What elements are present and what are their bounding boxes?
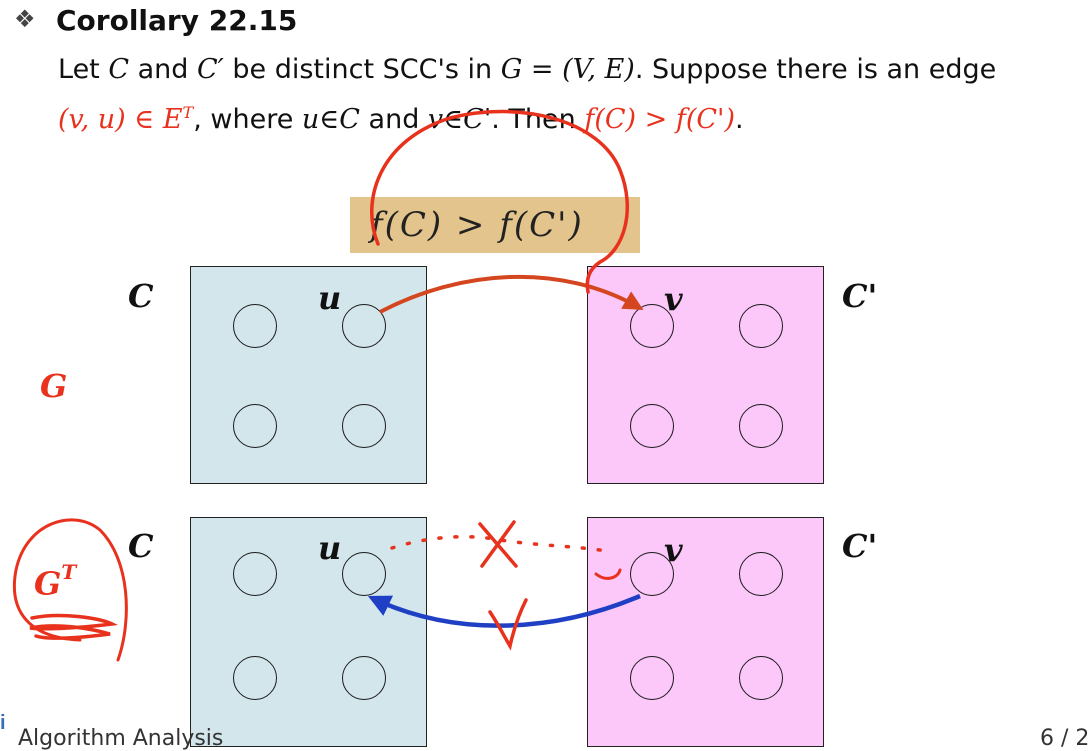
label-v-g: v <box>664 280 683 318</box>
slide-header: ❖ Corollary 22.15 Let C and C′ be distin… <box>14 4 1084 135</box>
math-v-in-cp: v∈C' <box>427 104 492 135</box>
node-v-gt <box>630 552 674 596</box>
scc-cp-box-gt <box>587 517 824 747</box>
node-cp-gt-2 <box>739 552 783 596</box>
node-c-g-1 <box>233 304 277 348</box>
node-v-g <box>630 304 674 348</box>
label-c-g: C <box>128 277 154 315</box>
label-u-g: u <box>318 279 342 317</box>
statement-line-2: (v, u) ∈ ET, where u∈C and v∈C'. Then f(… <box>58 91 996 141</box>
node-cp-gt-4 <box>739 656 783 700</box>
diamond-bullet-icon: ❖ <box>14 6 36 33</box>
node-cp-g-4 <box>739 404 783 448</box>
footer-course: Algorithm Analysis <box>18 726 224 751</box>
label-graph-gt: GT <box>34 560 77 603</box>
cross-mark <box>478 520 518 568</box>
highlight-inequality: f(C) > f(C') <box>370 205 584 245</box>
text-be-distinct: be distinct SCC's in <box>223 54 501 85</box>
gt-scribble <box>29 613 118 640</box>
math-c-prime: C′ <box>197 54 224 85</box>
node-cp-g-2 <box>739 304 783 348</box>
node-u-g <box>342 304 386 348</box>
label-c-gt: C <box>128 527 154 565</box>
node-c-g-3 <box>233 404 277 448</box>
label-u-gt: u <box>318 529 342 567</box>
slide-title: Corollary 22.15 <box>56 4 298 37</box>
check-mark <box>488 598 528 651</box>
scc-cp-box-g <box>587 266 824 484</box>
text-let: Let <box>58 54 109 85</box>
node-c-gt-4 <box>342 656 386 700</box>
label-cp-gt: C' <box>842 527 878 565</box>
page-number: 6 / 2 <box>1040 726 1090 751</box>
text-suppose-edge: . Suppose there is an edge <box>634 54 997 85</box>
statement-line-1: Let C and C′ be distinct SCC's in G = (V… <box>58 48 996 91</box>
math-graph-def: G = (V, E) <box>500 54 635 85</box>
math-result: f(C) > f(C') <box>584 104 735 135</box>
text-and: and <box>129 54 197 85</box>
node-u-gt <box>342 552 386 596</box>
text-and-2: and <box>359 104 428 135</box>
text-where: , where <box>193 104 302 135</box>
math-edge: (v, u) ∈ ET <box>58 103 194 135</box>
math-u-in-c: u∈C <box>301 104 360 135</box>
text-then: . Then <box>491 104 585 135</box>
text-period: . <box>734 104 744 135</box>
node-cp-g-3 <box>630 404 674 448</box>
node-c-gt-1 <box>233 552 277 596</box>
label-cp-g: C' <box>842 277 878 315</box>
node-c-g-4 <box>342 404 386 448</box>
scc-c-box-g <box>190 266 427 484</box>
corollary-statement: Let C and C′ be distinct SCC's in G = (V… <box>58 48 996 141</box>
node-cp-gt-3 <box>630 656 674 700</box>
label-v-gt: v <box>664 531 683 569</box>
university-logo-icon: i <box>0 712 6 734</box>
math-c: C <box>108 54 130 85</box>
label-graph-g: G <box>40 367 68 405</box>
node-c-gt-3 <box>233 656 277 700</box>
scc-c-box-gt <box>190 517 427 747</box>
